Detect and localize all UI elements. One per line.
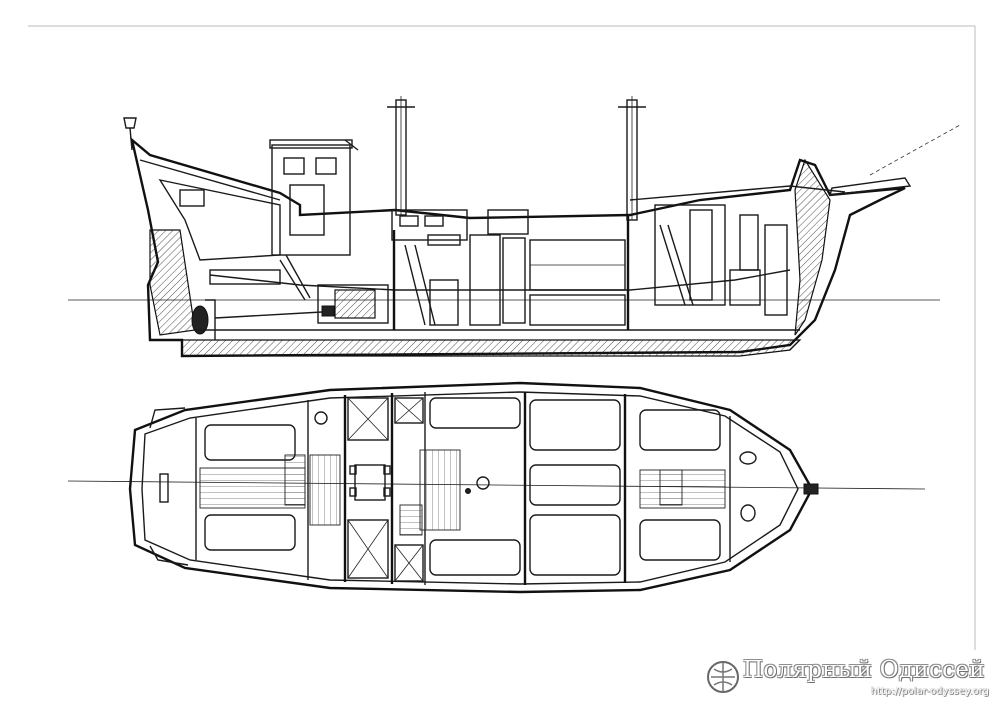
watermark-name: Полярный Одиссей [743, 657, 985, 683]
saloon-sole [419, 449, 461, 531]
head-fixture [314, 411, 328, 425]
deckhouse [391, 209, 630, 330]
fore-head [739, 451, 757, 465]
stern-post [149, 229, 196, 336]
saloon-table [349, 464, 391, 501]
aft-cabin [158, 178, 311, 301]
saloon [404, 234, 626, 326]
stern-fitting [159, 473, 169, 503]
propeller [191, 305, 209, 335]
bulwark-rail [139, 159, 846, 201]
mast-fore [618, 96, 646, 221]
plan-hull-outline [128, 381, 814, 594]
mast-aft [387, 96, 415, 216]
berths [204, 397, 721, 576]
globe-logo-icon [707, 661, 739, 693]
stem-fitting [803, 483, 819, 495]
crossed-panels [347, 397, 424, 582]
watermark: Полярный Одиссей http://polar-odyssey.or… [703, 655, 993, 703]
galley-sink [476, 476, 490, 490]
keel [181, 339, 802, 357]
transom-bottom [149, 545, 189, 566]
transom-top [149, 407, 186, 429]
chain-locker [740, 504, 756, 522]
bowsprit [829, 177, 912, 196]
main-deck [209, 269, 791, 291]
fore-sole [639, 469, 726, 509]
companion-steps [284, 454, 683, 536]
deck-plan-view [67, 381, 926, 594]
sheet-border [28, 25, 976, 650]
watermark-url: http://polar-odyssey.org [870, 686, 989, 697]
bow-stem [794, 158, 831, 336]
side-cutaway-view [68, 96, 961, 358]
fore-cabin [654, 204, 788, 316]
wheelhouse [269, 139, 359, 256]
engine [214, 284, 389, 324]
